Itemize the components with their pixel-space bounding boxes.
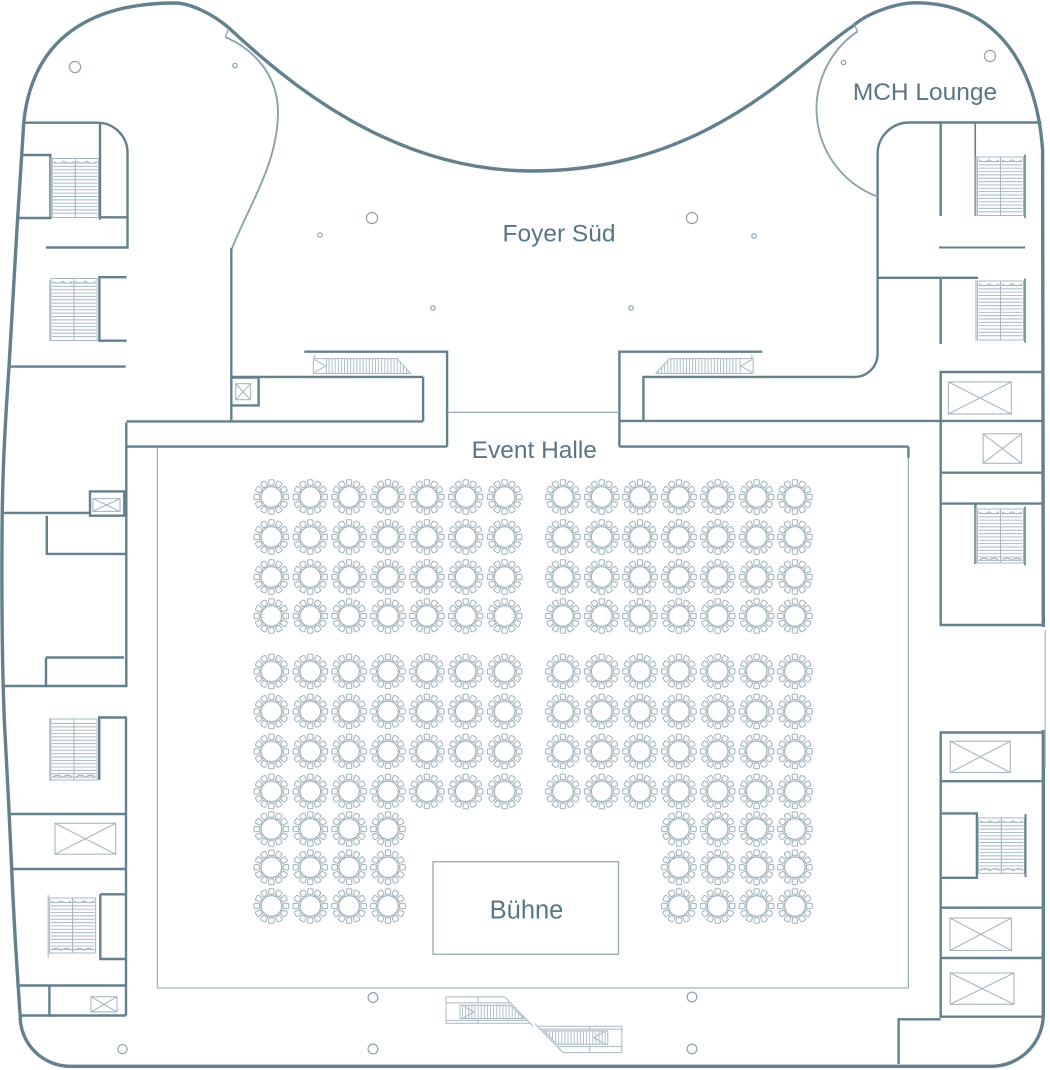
svg-text:Foyer Süd: Foyer Süd	[502, 221, 615, 248]
svg-text:Bühne: Bühne	[490, 897, 564, 925]
svg-text:MCH Lounge: MCH Lounge	[853, 79, 997, 106]
svg-text:Event Halle: Event Halle	[472, 437, 597, 464]
